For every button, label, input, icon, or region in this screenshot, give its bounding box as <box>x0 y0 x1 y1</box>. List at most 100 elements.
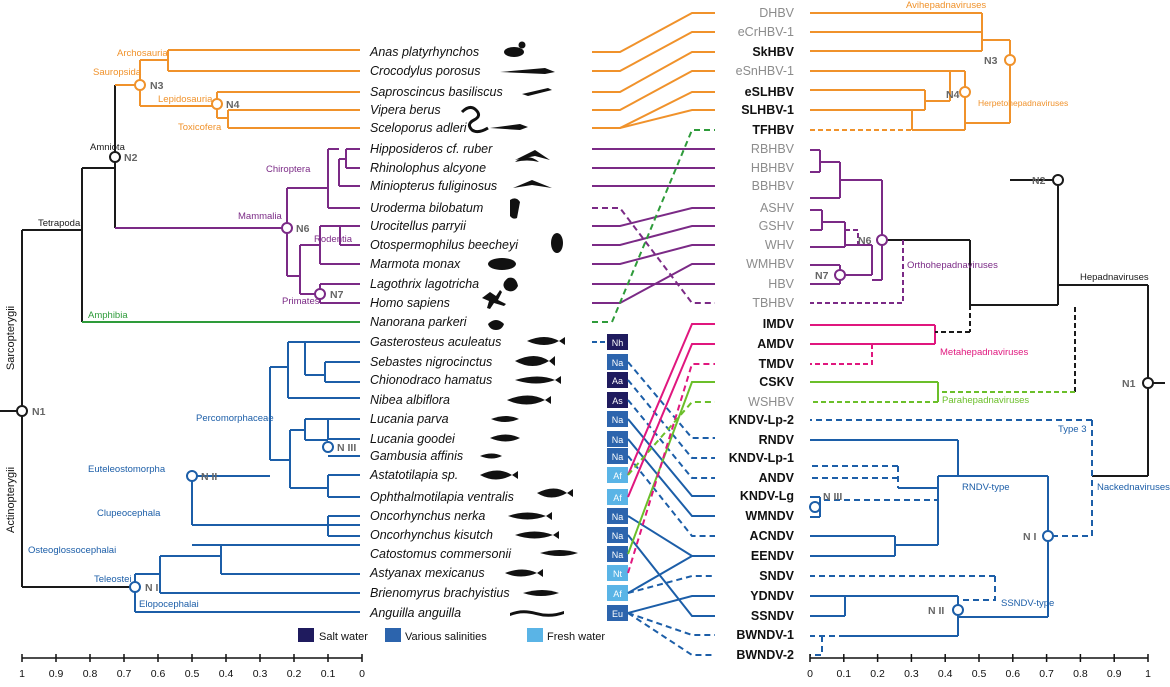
clade-tetrapoda: Tetrapoda <box>38 218 81 229</box>
host-node-n7: N7 <box>330 289 344 301</box>
elephantfish-silhouette <box>523 590 559 596</box>
clade-orthohepadnaviruses: Orthohepadnaviruses <box>907 260 998 271</box>
virus-name: KNDV-Lp-2 <box>729 413 794 427</box>
host-node-n3: N3 <box>150 80 164 92</box>
habitat-code: As <box>612 396 623 406</box>
virus-name: YDNDV <box>750 589 794 603</box>
clade-avihepadnaviruses: Avihepadnaviruses <box>906 0 986 11</box>
legend-salt-label: Salt water <box>319 631 368 643</box>
clade-euteleostomorpha: Euteleostomorpha <box>88 464 166 475</box>
habitat-code: Na <box>612 358 624 368</box>
host-species-name: Hipposideros cf. ruber <box>370 142 493 156</box>
habitat-code: Af <box>613 589 622 599</box>
clade-rndv-type: RNDV-type <box>962 482 1010 493</box>
host-species-name: Lagothrix lagotricha <box>370 277 479 291</box>
virus-node-n1: N1 <box>1122 378 1136 390</box>
virus-name: SNDV <box>759 569 794 583</box>
host-species-name: Catostomus commersonii <box>370 547 512 561</box>
virus-name: DHBV <box>759 6 794 20</box>
duck-silhouette <box>504 47 524 57</box>
virus-name: HBHBV <box>751 161 795 175</box>
salmon-silhouette-2 <box>515 531 559 539</box>
habitat-box <box>607 354 628 370</box>
habitat-box <box>607 546 628 562</box>
virus-name: TFHBV <box>752 123 794 137</box>
clade-parahepadnaviruses: Parahepadnaviruses <box>942 395 1029 406</box>
left-axis-tick-label: 0.7 <box>117 668 132 680</box>
virus-node-niii: N III <box>823 491 842 503</box>
right-axis-tick-label: 0.9 <box>1107 668 1122 680</box>
virus-name: EENDV <box>751 549 795 563</box>
cichlid-silhouette-1 <box>480 470 518 480</box>
virus-name: eSnHBV-1 <box>736 64 794 78</box>
clade-archosauria: Archosauria <box>117 48 168 59</box>
clade-ssndv-type: SSNDV-type <box>1001 598 1054 609</box>
host-node-ni: N I <box>145 582 159 594</box>
clade-teleostei: Teleostei <box>94 574 132 585</box>
virus-name: KNDV-Lp-1 <box>729 451 794 465</box>
marmot-silhouette <box>488 258 516 270</box>
clade-sarcopterygii: Sarcopterygii <box>5 306 17 370</box>
habitat-box <box>607 489 628 505</box>
host-species-name: Urocitellus parryii <box>370 219 467 233</box>
host-species-name: Astyanax mexicanus <box>369 566 485 580</box>
host-node-n1: N1 <box>32 406 46 418</box>
habitat-box <box>607 467 628 483</box>
host-species-name: Lucania goodei <box>370 432 456 446</box>
virus-name: ACNDV <box>750 529 795 543</box>
host-species-name: Astatotilapia sp. <box>369 468 458 482</box>
virus-node-labels: N1 N2 N3 N4 N6 N7 N I N II N III <box>815 55 1136 617</box>
clade-type3: Type 3 <box>1058 424 1087 435</box>
virus-node-markers <box>809 54 1154 616</box>
clade-rodentia: Rodentia <box>314 234 353 245</box>
sucker-silhouette <box>540 550 578 556</box>
clade-hepadnaviruses: Hepadnaviruses <box>1080 272 1149 283</box>
left-axis-tick-label: 1 <box>19 668 25 680</box>
left-axis-tick-label: 0.1 <box>321 668 336 680</box>
virus-node-n7: N7 <box>815 270 829 282</box>
killifish-silhouette-2 <box>490 434 520 442</box>
left-axis-tick-label: 0.4 <box>219 668 234 680</box>
host-species-name: Rhinolophus alcyone <box>370 161 486 175</box>
habitat-box <box>607 372 628 388</box>
snake-silhouette <box>460 105 489 134</box>
left-axis-tick-label: 0.6 <box>151 668 166 680</box>
crocodile-silhouette <box>500 68 555 74</box>
virus-clade-labels: Avihepadnaviruses Herpetohepadnaviruses … <box>906 0 1170 609</box>
virus-name: SSNDV <box>751 609 795 623</box>
squirrel-silhouette <box>551 233 563 253</box>
killifish-silhouette-1 <box>491 416 519 422</box>
host-node-niii: N III <box>337 442 356 454</box>
virus-name: RNDV <box>759 433 795 447</box>
clade-amniota: Amniota <box>90 142 126 153</box>
clade-elopocephalai: Elopocephalai <box>139 599 199 610</box>
habitat-box <box>607 431 628 447</box>
cichlid-silhouette-2 <box>537 488 573 498</box>
stickleback-silhouette <box>527 337 565 345</box>
host-species-name: Marmota monax <box>370 257 461 271</box>
bat-silhouette-2 <box>515 150 550 160</box>
legend-salt-swatch <box>298 628 314 642</box>
right-axis-tick-label: 0.4 <box>938 668 953 680</box>
host-species-name: Uroderma bilobatum <box>370 201 483 215</box>
right-axis-tick-label: 0.2 <box>870 668 885 680</box>
monkey-silhouette <box>503 277 518 292</box>
host-species-name: Oncorhynchus nerka <box>370 509 485 523</box>
clade-metahepadnaviruses: Metahepadnaviruses <box>940 347 1028 358</box>
habitat-box <box>607 565 628 581</box>
host-species-name: Sceloporus adleri <box>370 121 468 135</box>
host-species-name: Gambusia affinis <box>370 449 463 463</box>
eel-silhouette <box>510 610 564 617</box>
left-axis-tick-label: 0.9 <box>49 668 64 680</box>
right-axis-tick-label: 1 <box>1145 668 1151 680</box>
clade-clupeocephala: Clupeocephala <box>97 508 161 519</box>
habitat-code: Af <box>613 493 622 503</box>
virus-name: WMNDV <box>745 509 794 523</box>
clade-sauropsida: Sauropsida <box>93 67 142 78</box>
host-species-name: Homo sapiens <box>370 296 450 310</box>
host-species-name: Vipera berus <box>370 103 441 117</box>
virus-name: RBHBV <box>751 142 795 156</box>
